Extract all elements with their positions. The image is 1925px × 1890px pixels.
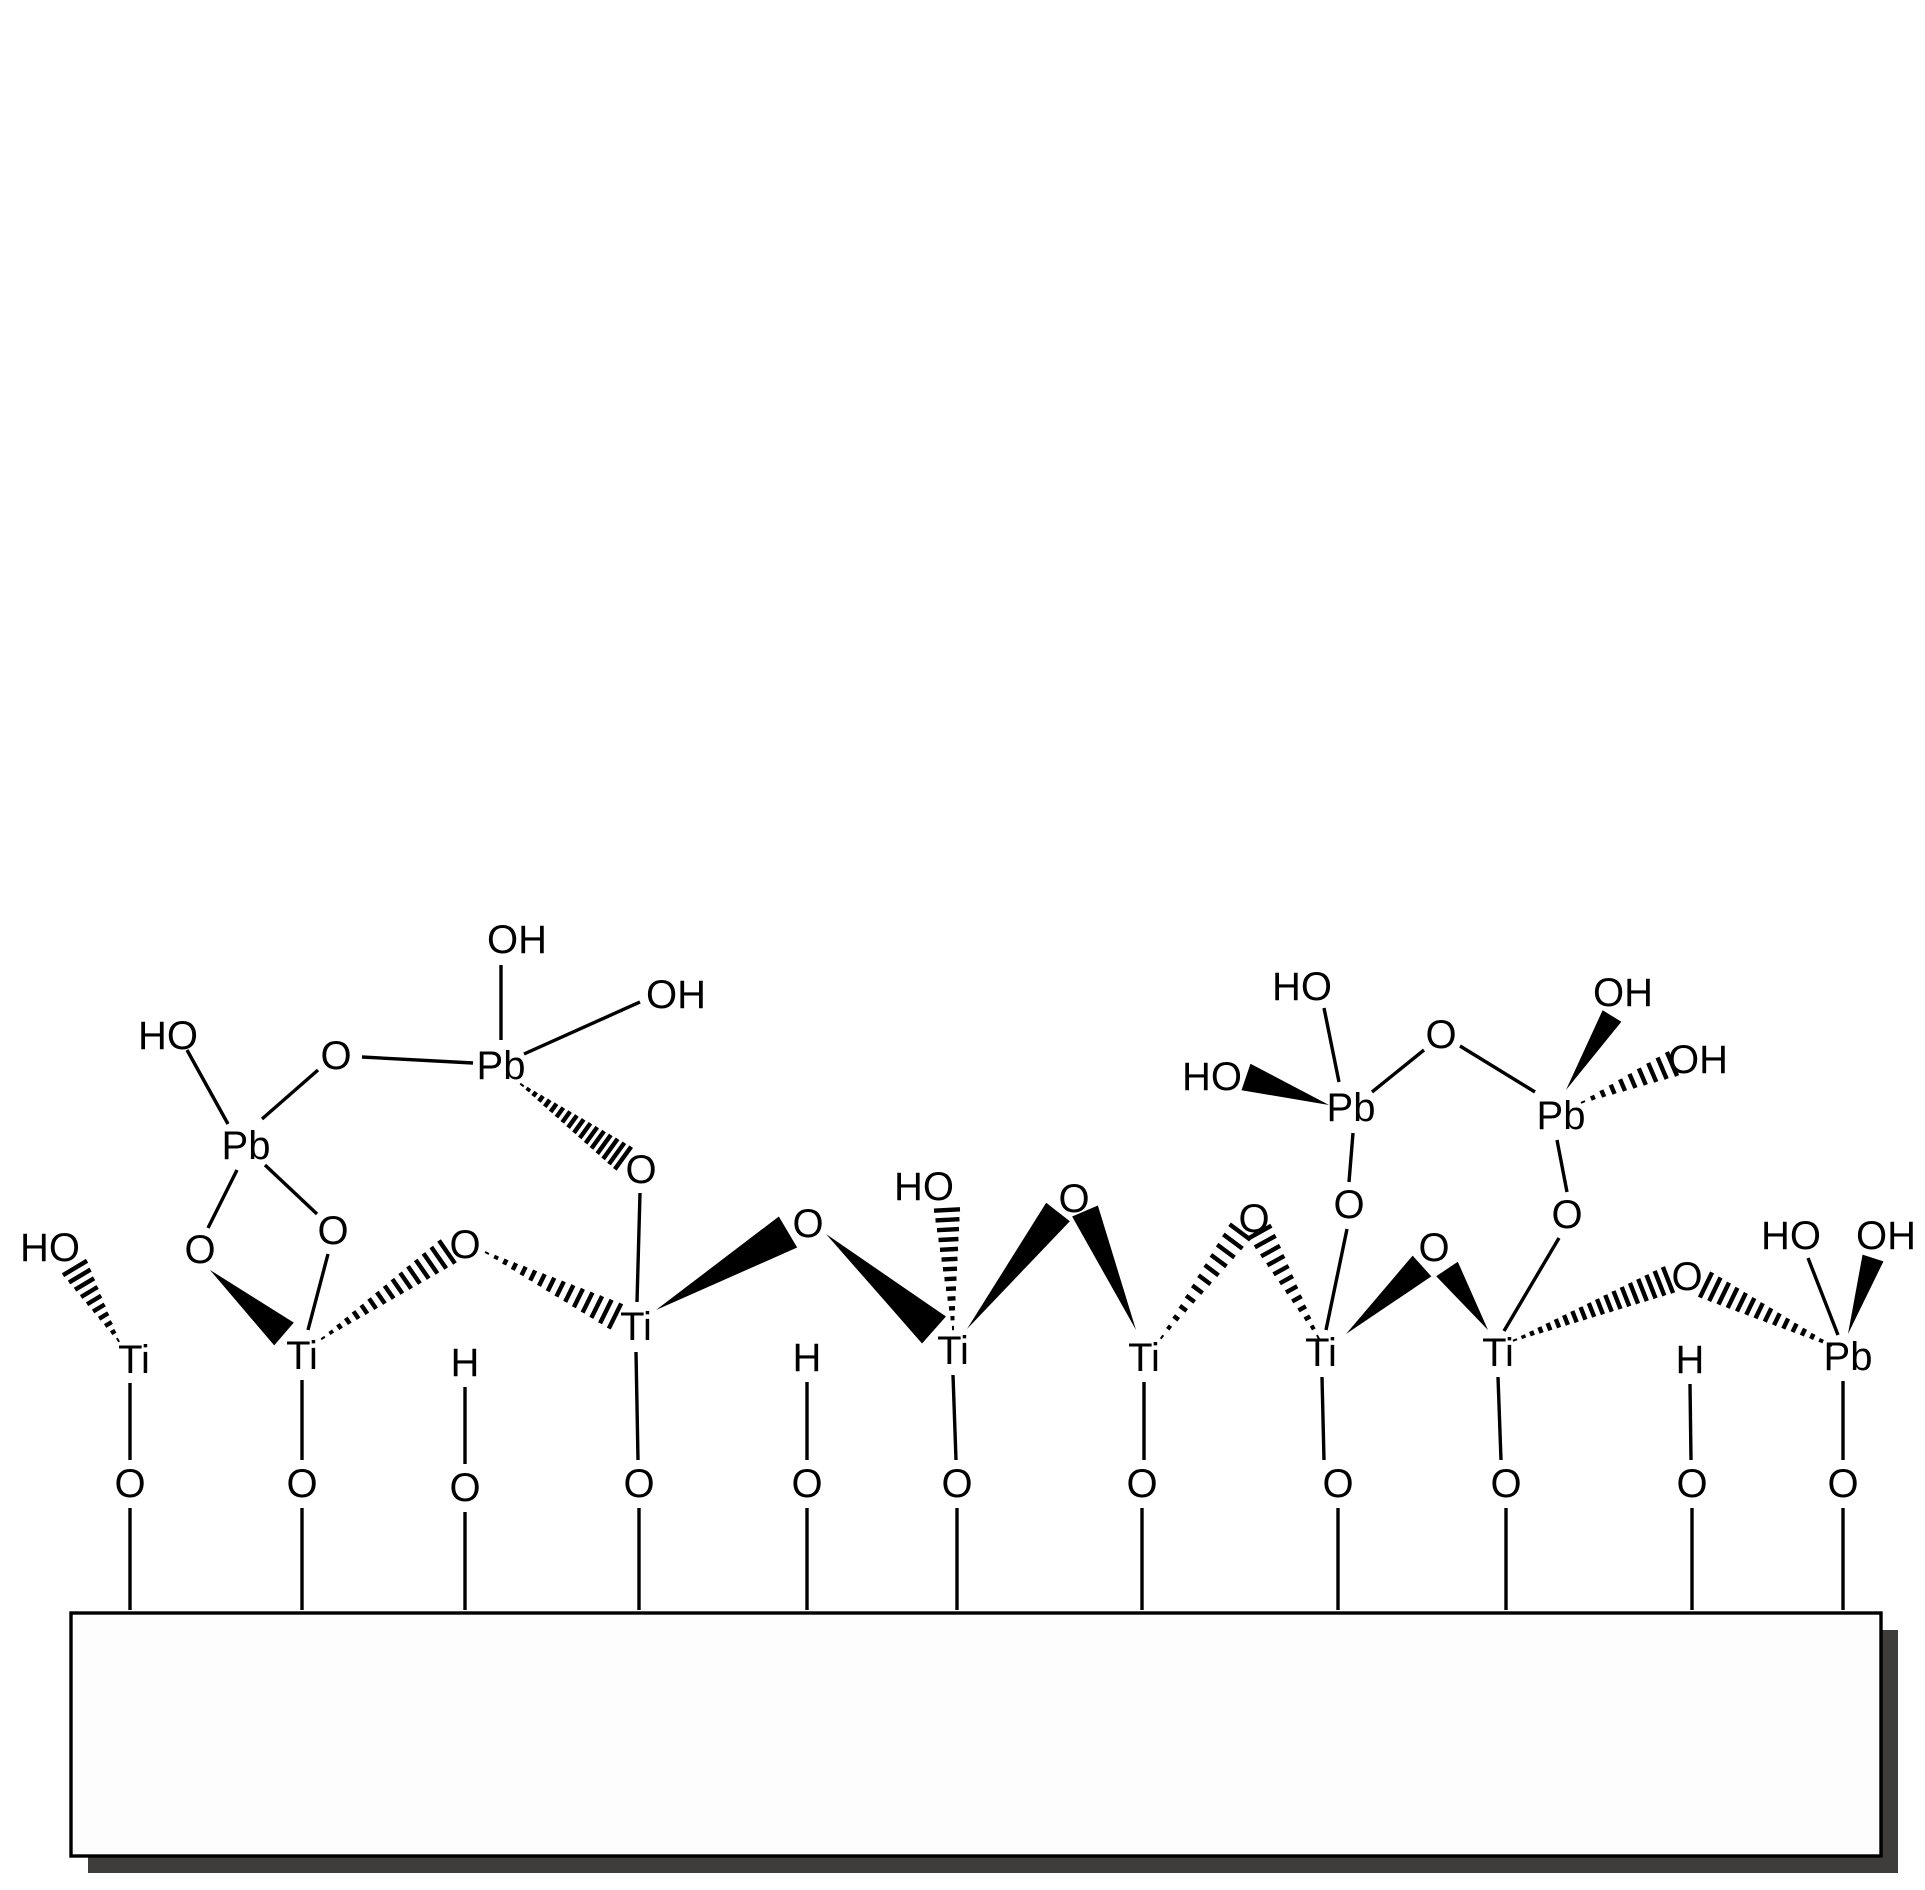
hashed-wedge-bond xyxy=(1512,1266,1676,1342)
oxygen-atom: O xyxy=(1333,1183,1364,1227)
surface-oxygen: O xyxy=(1322,1462,1353,1506)
single-bond xyxy=(1347,1132,1355,1183)
wedge-bond xyxy=(967,1202,1070,1329)
single-bond xyxy=(1320,1376,1326,1461)
hashed-wedge-bond xyxy=(1580,1051,1680,1104)
single-bond xyxy=(206,1169,239,1229)
oxygen-atom: O xyxy=(320,1034,351,1078)
surface-oxygen: O xyxy=(1827,1462,1858,1506)
single-bond xyxy=(263,1163,319,1216)
oxygen-atom: O xyxy=(1238,1197,1269,1241)
hydroxyl-label: HO xyxy=(1182,1055,1242,1099)
surface-oxygen: O xyxy=(623,1462,654,1506)
single-bond xyxy=(1688,1383,1693,1461)
ti-atom: Ti xyxy=(937,1329,969,1373)
pb-atom: Pb xyxy=(1537,1094,1586,1138)
surface-oxygen: O xyxy=(449,1466,480,1510)
single-bond xyxy=(951,1374,958,1461)
hashed-wedge-bond xyxy=(320,1239,457,1341)
hydroxyl-label: HO xyxy=(894,1165,954,1209)
hashed-wedge-bond xyxy=(1159,1222,1252,1340)
hashed-wedge-bond xyxy=(1247,1223,1320,1340)
oxygen-atom: O xyxy=(317,1209,348,1253)
oxygen-atom: O xyxy=(792,1202,823,1246)
pb-atom: Pb xyxy=(1824,1335,1873,1379)
single-bond xyxy=(260,1068,320,1121)
ti-atom: Ti xyxy=(1128,1336,1160,1380)
oxygen-atom: O xyxy=(625,1148,656,1192)
oxygen-atom: O xyxy=(449,1223,480,1267)
single-bond xyxy=(1496,1376,1503,1461)
ti-atom: Ti xyxy=(1305,1331,1337,1375)
hashed-wedge-bond xyxy=(519,1082,633,1171)
hashed-wedge-bond xyxy=(933,1207,961,1331)
pb-atom: Pb xyxy=(477,1044,526,1088)
single-bond xyxy=(1322,1007,1341,1083)
hydroxyl-label: OH xyxy=(1593,971,1653,1015)
single-bond xyxy=(306,1253,330,1331)
single-bond xyxy=(361,1055,474,1065)
surface-oxygen: O xyxy=(114,1462,145,1506)
surface-oxygen: O xyxy=(286,1462,317,1506)
wedge-bond xyxy=(210,1270,294,1346)
single-bond xyxy=(185,1049,230,1125)
bond-lines xyxy=(61,965,1884,1610)
hydroxyl-label: HO xyxy=(138,1014,198,1058)
oxygen-atom: O xyxy=(1671,1255,1702,1299)
oxygen-atom: O xyxy=(184,1228,215,1272)
hydroxyl-label: OH xyxy=(1856,1214,1916,1258)
hydrogen-atom: H xyxy=(1676,1338,1705,1382)
wedge-bond xyxy=(1346,1255,1432,1334)
atom-labels: Ti Ti Ti Ti Ti Ti Ti Pb Pb Pb Pb Pb HO O… xyxy=(20,918,1916,1510)
single-bond xyxy=(523,1000,641,1056)
surface-oxygen: O xyxy=(1676,1462,1707,1506)
hydrogen-atom: H xyxy=(451,1341,480,1385)
hydroxyl-label: OH xyxy=(646,973,706,1017)
hydroxyl-label: OH xyxy=(487,918,547,962)
surface-oxygen: O xyxy=(1126,1462,1157,1506)
wedge-bond xyxy=(1848,1254,1884,1334)
wedge-bond xyxy=(1566,1010,1622,1090)
single-bond xyxy=(1806,1257,1840,1336)
hydroxyl-label: HO xyxy=(20,1226,80,1270)
single-bond xyxy=(1555,1139,1569,1193)
wedge-bond xyxy=(1436,1261,1488,1330)
hydroxyl-label: HO xyxy=(1272,965,1332,1009)
substrate xyxy=(69,1611,1883,1858)
oxygen-atom: O xyxy=(1551,1193,1582,1237)
hydroxyl-label: OH xyxy=(1668,1038,1728,1082)
wedge-bond xyxy=(656,1216,798,1310)
wedge-bond xyxy=(1072,1205,1136,1330)
hydrogen-atom: H xyxy=(793,1336,822,1380)
wedge-bond xyxy=(1241,1063,1329,1105)
single-bond xyxy=(1370,1048,1426,1094)
hydroxyl-label: HO xyxy=(1761,1214,1821,1258)
single-bond xyxy=(634,1351,640,1461)
wedge-bond xyxy=(826,1234,946,1344)
surface-oxygen: O xyxy=(941,1462,972,1506)
oxygen-atom: O xyxy=(1418,1226,1449,1270)
ti-atom: Ti xyxy=(1482,1331,1514,1375)
single-bond xyxy=(635,1192,642,1303)
oxygen-atom: O xyxy=(1058,1177,1089,1221)
surface-oxygen: O xyxy=(1490,1462,1521,1506)
pb-atom: Pb xyxy=(222,1124,271,1168)
hashed-wedge-bond xyxy=(1697,1271,1833,1347)
ti-atom: Ti xyxy=(118,1338,150,1382)
single-bond xyxy=(1459,1044,1536,1094)
hashed-wedge-bond xyxy=(484,1251,624,1330)
ti-atom: Ti xyxy=(620,1305,652,1349)
pb-atom: Pb xyxy=(1327,1086,1376,1130)
hashed-wedge-bond xyxy=(61,1258,120,1343)
oxygen-atom: O xyxy=(1425,1013,1456,1057)
surface-oxygen: O xyxy=(791,1462,822,1506)
single-bond xyxy=(1324,1228,1349,1331)
single-bond xyxy=(1502,1237,1561,1332)
ti-atom: Ti xyxy=(286,1334,318,1378)
